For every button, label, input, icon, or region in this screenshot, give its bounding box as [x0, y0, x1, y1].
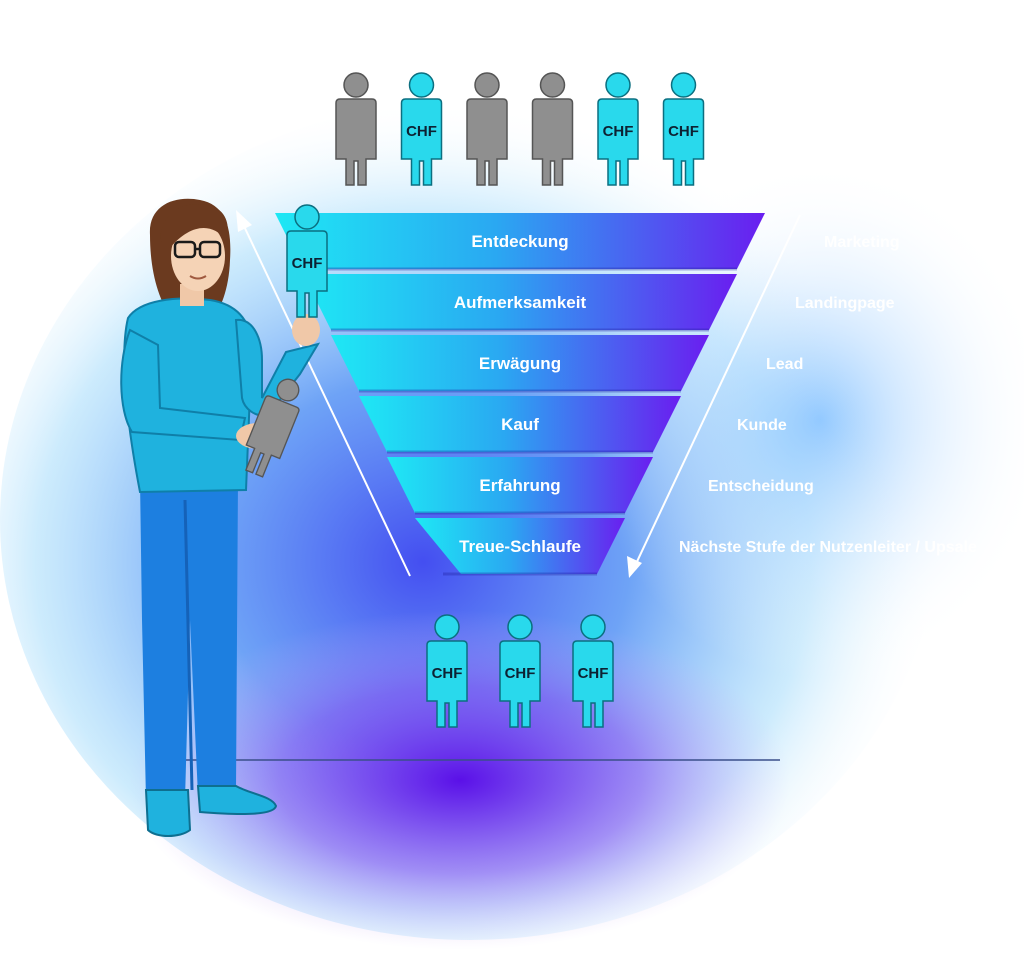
funnel-stage: Aufmerksamkeit [303, 274, 737, 332]
figure-head [294, 204, 320, 230]
side-label: Entscheidung [708, 478, 814, 495]
side-label: Landingpage [795, 295, 895, 312]
paying-customer-figure: CHF [400, 72, 443, 186]
paying-customer-figure: CHF [499, 614, 541, 728]
figure-head [507, 614, 533, 640]
funnel-stage: Kauf [359, 396, 681, 454]
funnel: EntdeckungAufmerksamkeitErwägungKaufErfa… [275, 213, 765, 576]
figure-body [572, 640, 614, 728]
figure-currency-label: CHF [603, 123, 634, 140]
figure-head [276, 378, 300, 402]
figure-head [343, 72, 369, 98]
figure-currency-label: CHF [292, 255, 323, 272]
funnel-stage-label: Kauf [501, 415, 539, 434]
left-arrow [236, 210, 411, 577]
figure-body [662, 98, 705, 186]
funnel-stage-shape [415, 518, 625, 574]
paying-customer-figure: CHF [286, 204, 328, 318]
figure-head [539, 72, 566, 98]
figure-head [434, 614, 460, 640]
held-gray-figure [245, 378, 300, 478]
funnel-stage: Erwägung [331, 335, 709, 393]
paying-customer-figure: CHF [572, 614, 614, 728]
funnel-stage-shape [359, 396, 681, 452]
funnel-stage-shape [275, 213, 765, 269]
funnel-stage-label: Entdeckung [471, 232, 568, 251]
funnel-stage-shape [331, 335, 709, 391]
figure-body [286, 230, 328, 318]
figure-currency-label: CHF [432, 665, 463, 682]
funnel-stage-label: Treue-Schlaufe [459, 537, 581, 556]
figure-body [499, 640, 541, 728]
figure-head [580, 614, 606, 640]
paying-customer-figure: CHF [426, 614, 468, 728]
figure-body [597, 98, 639, 186]
funnel-stage-shape [387, 457, 653, 513]
paying-customer-figure: CHF [597, 72, 639, 186]
funnel-stage-shape [303, 274, 737, 330]
figure-body [531, 98, 574, 186]
side-labels: MarketingLandingpageLeadKundeEntscheidun… [679, 234, 977, 556]
funnel-stage-label: Erfahrung [479, 476, 560, 495]
figure-body [335, 98, 377, 186]
figure-currency-label: CHF [668, 123, 699, 140]
funnel-stage-label: Erwägung [479, 354, 561, 373]
visitor-figure [335, 72, 377, 186]
figure-head [474, 72, 500, 98]
right-arrow [627, 214, 801, 578]
top-figure-row: CHF CHF CHF [335, 72, 705, 186]
visitor-figure [245, 378, 300, 478]
figure-body [426, 640, 468, 728]
figure-body [466, 98, 508, 186]
figure-currency-label: CHF [406, 123, 437, 140]
funnel-stage: Entdeckung [275, 213, 765, 271]
funnel-stage: Treue-Schlaufe [415, 518, 625, 576]
side-label: Nächste Stufe der Nutzenleiter / Upsale [679, 539, 977, 556]
figure-body [400, 98, 443, 186]
figure-currency-label: CHF [505, 665, 536, 682]
side-label: Lead [766, 356, 803, 373]
funnel-stage-label: Aufmerksamkeit [454, 293, 587, 312]
side-label: Kunde [737, 417, 787, 434]
visitor-figure [466, 72, 508, 186]
paying-customer-figure: CHF [662, 72, 705, 186]
figure-head [605, 72, 631, 98]
bottom-figure-row: CHF CHF CHF [426, 614, 614, 728]
figure-currency-label: CHF [578, 665, 609, 682]
funnel-stage: Erfahrung [387, 457, 653, 515]
held-paying-figure: CHF [286, 204, 328, 318]
side-label: Marketing [824, 234, 900, 251]
figure-head [670, 72, 697, 98]
figure-body [245, 395, 300, 478]
figure-head [408, 72, 435, 98]
visitor-figure [531, 72, 574, 186]
